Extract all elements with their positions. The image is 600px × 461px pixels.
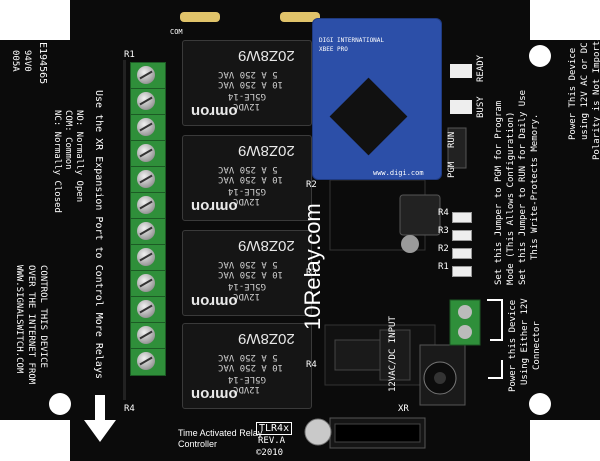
connector-line-3: Connector: [532, 321, 542, 370]
cert-sub: 005A: [10, 50, 20, 72]
legend-nc: NC: Normally Closed: [52, 110, 62, 213]
legend-no: NO: Normally Open: [74, 110, 84, 203]
product-name: Time Activated Relay Controller: [178, 428, 263, 449]
label-busy: BUSY: [476, 96, 486, 118]
legend-com: COM: Common: [63, 110, 73, 170]
jumper-line-1: Set this Jumper to PGM for Program: [494, 100, 504, 285]
relay-4: 20Z8W9 5 A 250 VAC 10 A 250 VAC G5LE-14 …: [182, 323, 312, 409]
cert-mark: E194565: [37, 42, 48, 85]
control-line-1: CONTROL THIS DEVICE: [38, 265, 48, 368]
xbee-chip: [329, 77, 408, 156]
label-xr: XR: [398, 404, 409, 414]
label-ready: READY: [476, 54, 486, 82]
copyright: ©2010: [256, 448, 284, 458]
connector-line-1: Power this Device: [508, 299, 518, 392]
power-line-3: Polarity is Not Important: [592, 24, 600, 160]
label-r4b: R4: [306, 360, 317, 370]
xbee-vendor: www.digi.com: [373, 169, 424, 177]
relay-1: 20Z8W9 5 A 250 VAC 10 A 250 VAC G5LE-14 …: [182, 40, 312, 126]
label-input: 12VAC/DC INPUT: [388, 316, 398, 392]
led-label-r3: R3: [438, 226, 449, 236]
brand-url: 10Relay.com: [300, 203, 325, 330]
label-r3: R3: [306, 268, 317, 278]
expansion-note: Use the XR Expansion Port to Control Mor…: [93, 90, 104, 379]
xbee-model: XBEE PRO: [319, 46, 348, 53]
connector-line-2: Using Either 12V: [520, 298, 530, 385]
revision: REV.A: [258, 436, 286, 446]
label-pgm: PGM: [447, 161, 457, 178]
led-r2: [452, 248, 472, 259]
relay-3: 20Z8W9 5 A 250 VAC 10 A 250 VAC G5LE-14 …: [182, 230, 312, 316]
led-label-r1: R1: [438, 262, 449, 272]
jumper-line-2: Mode (This Allows Configuration): [506, 111, 516, 285]
label-run: RUN: [447, 131, 457, 148]
led-r1: [452, 266, 472, 277]
label-r2: R2: [306, 180, 317, 190]
label-com: COM: [170, 28, 183, 36]
led-label-r2: R2: [438, 244, 449, 254]
label-r4: R4: [124, 404, 135, 414]
relay-2: 20Z8W9 5 A 250 VAC 10 A 250 VAC G5LE-14 …: [182, 135, 312, 221]
led-label-r4: R4: [438, 208, 449, 218]
led-r4: [452, 212, 472, 223]
power-line-2: using 12V AC or DC: [580, 42, 590, 140]
xbee-label: DIGI INTERNATIONAL: [319, 37, 385, 44]
control-line-3: WWW.SIGNALSWITCH.COM: [14, 265, 24, 374]
jumper-line-4: This Write-Protects Memory.: [530, 113, 540, 260]
label-r1: R1: [124, 50, 135, 60]
model-name: TLR4x: [256, 422, 293, 435]
xbee-module: DIGI INTERNATIONAL XBEE PRO www.digi.com: [312, 18, 442, 180]
control-line-2: OVER THE INTERNET FROM: [26, 265, 36, 385]
cert-code: 94V0: [22, 50, 32, 72]
led-r3: [452, 230, 472, 241]
power-line-1: Power This Device: [568, 47, 578, 140]
jumper-line-3: Set this Jumper to RUN for Daily Use: [518, 89, 528, 285]
